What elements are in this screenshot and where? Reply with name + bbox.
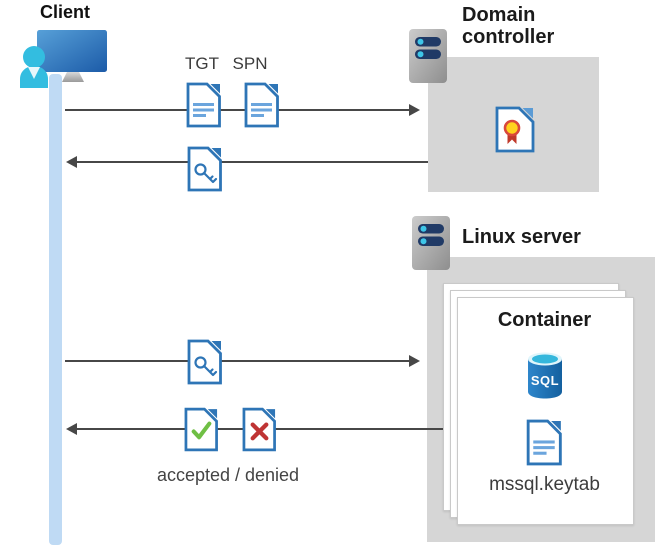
monitor-screen (37, 30, 107, 72)
keytab-label: mssql.keytab (489, 474, 600, 495)
client-title: Client (40, 2, 91, 22)
user-head (23, 46, 45, 68)
tgt-document-icon (186, 82, 222, 128)
tgt-label: TGT (185, 54, 219, 73)
arrow-client-to-server-head-icon (409, 355, 420, 367)
denied-x-document-icon (242, 407, 277, 452)
sql-text: SQL (531, 373, 559, 388)
service-ticket-key-document-icon-2 (187, 339, 223, 385)
accepted-denied-label: accepted / denied (156, 465, 300, 485)
client-lifeline-bar (49, 74, 62, 545)
user-collar (28, 67, 40, 79)
service-ticket-key-document-icon (187, 146, 223, 192)
arrow-client-to-dc-line (65, 109, 410, 111)
domain-controller-title: Domain controller (462, 4, 555, 48)
client-user-at-monitor-icon (18, 26, 108, 90)
spn-document-icon (244, 82, 280, 128)
arrow-dc-to-client-head-icon (66, 156, 77, 168)
sql-database-icon: SQL (526, 351, 564, 400)
linux-server-icon (411, 215, 451, 271)
spn-label: SPN (232, 54, 268, 73)
key-ring (194, 356, 207, 369)
x-mark (250, 422, 269, 441)
key-shaft (202, 364, 218, 377)
arrow-client-to-dc-head-icon (409, 104, 420, 116)
key-ring (194, 163, 207, 176)
domain-controller-server-icon (408, 28, 448, 84)
arrow-client-to-server-line (65, 360, 410, 362)
container-card-front (457, 297, 634, 525)
accepted-check-document-icon (184, 407, 219, 452)
container-title: Container (497, 309, 592, 331)
check-mark (191, 421, 212, 440)
certificate-document-icon (495, 106, 535, 153)
keytab-document-icon (526, 419, 563, 466)
monitor-stand (62, 72, 84, 82)
certificate-seal (503, 119, 521, 137)
key-shaft (202, 171, 218, 184)
arrow-server-to-client-head-icon (66, 423, 77, 435)
linux-server-title: Linux server (462, 226, 581, 248)
arrow-dc-to-client-line (76, 161, 428, 163)
